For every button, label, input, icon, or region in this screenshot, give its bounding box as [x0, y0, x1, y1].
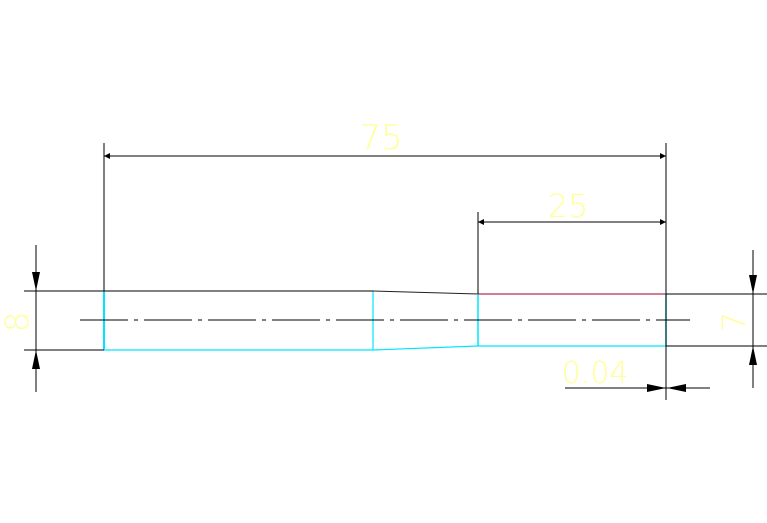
arrow-right-diameter-bottom [749, 346, 757, 365]
dim-text-step-offset: 0.04 [562, 356, 629, 391]
dim-text-right-diameter: 7 [715, 312, 753, 332]
drawing-band [0, 118, 767, 400]
dim-text-left-diameter: 8 [0, 312, 36, 332]
arrow-left-diameter-bottom [32, 350, 40, 369]
arrow-right-diameter-top [749, 275, 757, 294]
taper-bottom-edge [372, 345, 479, 351]
dim-text-overall-length: 75 [359, 118, 402, 158]
arrow-left-diameter-top [32, 272, 40, 291]
extension-lines [24, 143, 767, 400]
taper-top-edge [372, 290, 479, 295]
arrow-step-offset-left [647, 384, 666, 392]
arrow-step-offset-right [667, 384, 686, 392]
dim-text-tip-length: 25 [548, 187, 589, 225]
